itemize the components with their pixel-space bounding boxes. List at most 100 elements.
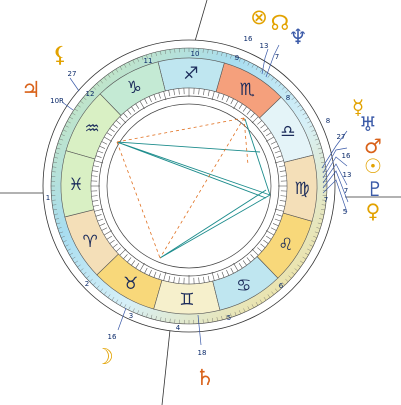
planet-connector — [322, 156, 348, 179]
outer-degree-tick — [278, 285, 282, 289]
degree-tick — [158, 92, 161, 99]
outer-degree-tick — [141, 311, 144, 316]
outer-degree-tick — [316, 143, 321, 145]
outer-degree-tick — [299, 108, 304, 112]
degree-tick — [203, 89, 205, 96]
house-number: 9 — [235, 54, 239, 62]
leo-icon: ♌ — [278, 235, 293, 255]
degree-tick — [115, 247, 121, 252]
degree-tick — [217, 92, 220, 99]
planet-connector — [322, 163, 348, 186]
house-number: 5 — [227, 314, 231, 322]
outer-degree-tick — [160, 50, 162, 55]
outer-degree-tick — [288, 275, 292, 279]
degree-tick — [109, 239, 115, 244]
outer-degree-tick — [55, 152, 60, 154]
outer-degree-tick — [318, 152, 323, 154]
outer-degree-tick — [320, 157, 325, 159]
outer-degree-tick — [294, 100, 298, 104]
outer-degree-tick — [251, 64, 254, 68]
degree-tick — [211, 91, 215, 101]
degree-tick-ring — [51, 48, 327, 324]
degree-tick — [94, 160, 104, 164]
outer-degree-tick — [89, 278, 93, 283]
outer-degree-tick — [271, 291, 275, 295]
outer-degree-tick — [311, 240, 316, 243]
outer-degree-tick — [77, 104, 81, 108]
outer-degree-tick — [124, 64, 127, 68]
outer-degree-tick — [59, 231, 64, 234]
node-icon: ☊ — [271, 11, 290, 35]
outer-degree-tick — [285, 278, 289, 283]
outer-degree-tick — [318, 218, 323, 220]
inner-tick-circle — [98, 95, 280, 277]
outer-degree-tick — [291, 97, 295, 101]
outer-degree-tick — [314, 231, 319, 234]
degree-tick — [92, 200, 99, 202]
degree-tick — [123, 254, 128, 260]
aquarius-icon: ♒ — [85, 119, 100, 139]
degree-tick — [97, 218, 104, 222]
degree-tick — [103, 230, 113, 236]
degree-tick — [178, 277, 180, 284]
degree-tick — [131, 106, 136, 112]
outer-degree-tick — [107, 294, 111, 298]
degree-tick — [270, 141, 277, 145]
jupiter-icon: ♃ — [21, 78, 41, 103]
outer-degree-tick — [146, 54, 148, 59]
degree-tick — [198, 277, 200, 284]
degree-tick — [123, 112, 128, 118]
outer-degree-tick — [281, 282, 286, 286]
degree-label: 27 — [337, 133, 346, 141]
outer-degree-tick — [239, 310, 241, 315]
moon-icon: ☽ — [94, 345, 114, 370]
degree-tick — [274, 160, 284, 164]
degree-tick — [280, 175, 287, 177]
outer-degree-tick — [60, 134, 65, 136]
fortune-icon: ⊗ — [250, 5, 268, 29]
outer-degree-tick — [255, 301, 259, 306]
house-number: 1 — [46, 194, 50, 202]
outer-degree-tick — [288, 93, 292, 97]
outer-degree-tick — [259, 299, 263, 304]
outer-degree-tick — [107, 74, 111, 78]
degree-label: 10R — [50, 97, 64, 105]
degree-tick — [173, 276, 175, 283]
outer-degree-tick — [111, 296, 115, 301]
degree-tick — [265, 235, 272, 240]
degree-tick — [238, 262, 243, 269]
planet-connector — [322, 147, 348, 174]
planet-connector — [322, 179, 348, 213]
outer-degree-tick — [124, 304, 127, 308]
degree-tick — [106, 235, 113, 240]
outer-degree-tick — [96, 83, 100, 87]
degree-labels: 27 10R 16 13 7 8 27 16 13 7 5 16 18 — [50, 35, 351, 357]
degree-label: 16 — [342, 152, 351, 160]
outer-degree-tick — [297, 104, 301, 108]
house-number: 12 — [86, 90, 95, 98]
outer-degree-tick — [221, 315, 223, 320]
degree-tick — [139, 262, 145, 272]
degree-tick — [135, 262, 140, 269]
outer-degree-tick — [89, 89, 93, 94]
degree-tick — [265, 136, 275, 142]
outer-degree-tick — [302, 256, 307, 260]
outer-degree-tick — [86, 93, 90, 97]
outer-degree-tick — [274, 288, 278, 292]
planet-connector — [321, 130, 348, 169]
degree-tick — [250, 254, 255, 260]
outer-degree-tick — [221, 52, 223, 57]
outer-degree-tick — [302, 112, 307, 116]
outer-degree-tick — [53, 157, 58, 159]
degree-tick — [109, 128, 115, 133]
degree-tick — [91, 175, 98, 177]
outer-degree-tick — [86, 275, 90, 279]
outer-degree-tick — [67, 121, 71, 124]
degree-tick — [115, 120, 121, 125]
outer-degree-tick — [52, 166, 57, 168]
outer-degree-tick — [239, 57, 241, 62]
degree-tick — [242, 106, 247, 112]
degree-tick — [103, 136, 113, 142]
outer-degree-tick — [59, 138, 64, 141]
degree-tick — [173, 89, 175, 96]
